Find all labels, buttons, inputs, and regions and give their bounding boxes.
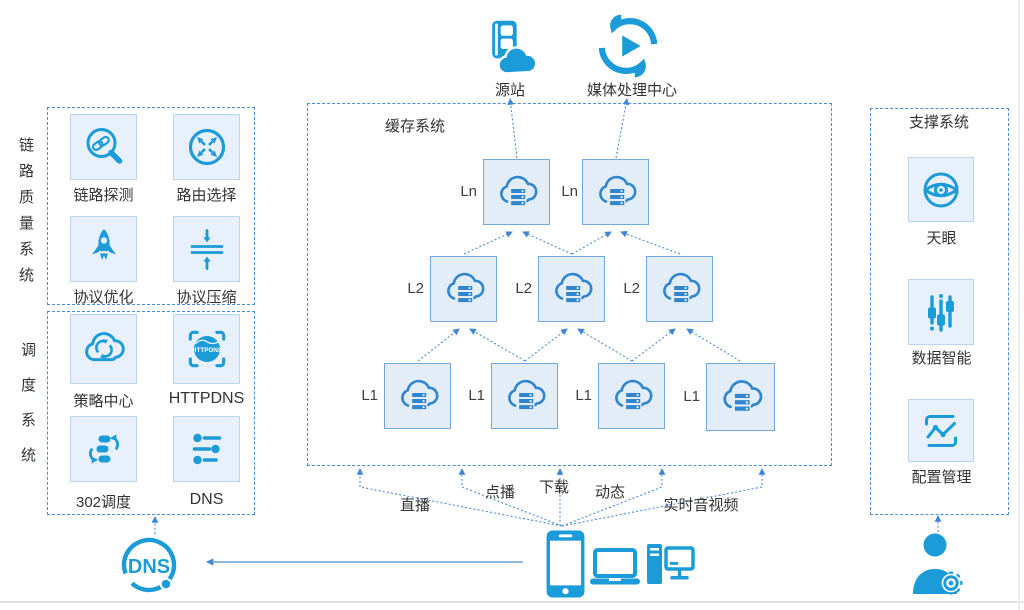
support-system-title: 支撑系统 bbox=[908, 114, 969, 131]
tile-route-select-label: 路由选择 bbox=[176, 187, 237, 204]
cache-system-title: 缓存系统 bbox=[384, 118, 445, 135]
media-center-label: 媒体处理中心 bbox=[586, 82, 677, 99]
protocol-optimize-icon bbox=[91, 229, 116, 260]
cache-node-l2-3 bbox=[646, 256, 713, 322]
cache-node-l1-3 bbox=[598, 363, 665, 429]
data-intelligence-icon bbox=[928, 294, 954, 332]
flow-label-vod: 点播 bbox=[484, 484, 515, 501]
sky-eye-icon bbox=[923, 172, 959, 207]
route-select-icon bbox=[188, 128, 225, 166]
tile-config-management-label: 配置管理 bbox=[911, 469, 972, 486]
config-management-icon bbox=[925, 414, 957, 447]
scheduling-title: 调度系统 bbox=[19, 342, 36, 482]
cache-node-icon bbox=[592, 168, 640, 216]
tile-httpdns-label: HTTPDNS bbox=[168, 390, 245, 407]
laptop-icon bbox=[590, 548, 640, 585]
cache-node-ln-1 bbox=[483, 159, 550, 225]
tile-sky-eye bbox=[908, 157, 974, 222]
tile-link-probe bbox=[70, 114, 137, 180]
dns-sliders-icon bbox=[192, 433, 221, 465]
tile-httpdns: HTTPDNS bbox=[173, 314, 240, 384]
tile-policy-center bbox=[70, 314, 137, 384]
node-label-l2-2: L2 bbox=[515, 280, 532, 297]
httpdns-icon: HTTPDNS bbox=[188, 330, 225, 368]
tile-dns-label: DNS bbox=[189, 491, 224, 508]
tile-302-dispatch bbox=[70, 416, 137, 482]
cache-system-box bbox=[307, 103, 832, 466]
node-label-l2-3: L2 bbox=[623, 280, 640, 297]
support-system-box bbox=[870, 108, 1009, 515]
window-right-edge bbox=[1018, 0, 1020, 610]
cache-node-icon bbox=[493, 168, 541, 216]
gear-icon bbox=[939, 571, 963, 595]
tile-protocol-compress-label: 协议压缩 bbox=[176, 289, 237, 306]
cache-node-l2-2 bbox=[538, 256, 605, 322]
flow-label-live: 直播 bbox=[399, 497, 430, 514]
cache-node-l1-1 bbox=[384, 363, 451, 429]
cache-node-icon bbox=[440, 265, 488, 313]
tile-link-probe-label: 链路探测 bbox=[73, 187, 134, 204]
cache-node-ln-2 bbox=[582, 159, 649, 225]
node-label-l1-4: L1 bbox=[683, 388, 700, 405]
flow-label-download: 下载 bbox=[538, 479, 569, 496]
cache-node-l1-2 bbox=[491, 363, 558, 429]
dispatch-302-icon bbox=[88, 434, 119, 464]
svg-text:DNS: DNS bbox=[128, 556, 170, 578]
cache-node-icon bbox=[394, 372, 442, 420]
link-quality-title: 链路质量系统 bbox=[17, 137, 34, 293]
svg-text:HTTPDNS: HTTPDNS bbox=[191, 347, 222, 354]
node-label-ln-2: Ln bbox=[561, 183, 578, 200]
tile-sky-eye-label: 天眼 bbox=[926, 230, 957, 247]
media-center-icon bbox=[598, 14, 658, 78]
node-label-ln-1: Ln bbox=[460, 183, 477, 200]
tile-policy-center-label: 策略中心 bbox=[73, 393, 134, 410]
node-label-l1-2: L1 bbox=[468, 387, 485, 404]
cache-node-l2-1 bbox=[430, 256, 497, 322]
origin-site-label: 源站 bbox=[494, 82, 525, 99]
tile-dns bbox=[173, 416, 240, 482]
desktop-icon bbox=[647, 544, 695, 584]
link-quality-box bbox=[47, 107, 255, 305]
cache-node-icon bbox=[548, 265, 596, 313]
tile-302-dispatch-label: 302调度 bbox=[75, 494, 132, 511]
cache-node-icon bbox=[716, 372, 766, 422]
node-label-l2-1: L2 bbox=[407, 280, 424, 297]
flow-label-rtav: 实时音视频 bbox=[663, 497, 739, 514]
flow-label-dynamic: 动态 bbox=[594, 484, 625, 501]
cache-node-icon bbox=[501, 372, 549, 420]
link-probe-icon bbox=[86, 128, 122, 164]
node-label-l1-1: L1 bbox=[361, 387, 378, 404]
dns-globe-icon: DNS bbox=[121, 537, 177, 593]
phone-icon bbox=[546, 530, 585, 598]
window-bottom-edge bbox=[0, 601, 1024, 603]
tile-protocol-compress bbox=[173, 216, 240, 282]
tile-config-management bbox=[908, 399, 974, 462]
tile-data-intelligence-label: 数据智能 bbox=[911, 350, 972, 367]
cache-node-icon bbox=[656, 265, 704, 313]
tile-protocol-optimize-label: 协议优化 bbox=[73, 289, 134, 306]
cache-node-icon bbox=[608, 372, 656, 420]
policy-center-icon bbox=[84, 332, 125, 362]
admin-user-icon bbox=[913, 533, 963, 595]
protocol-compress-icon bbox=[190, 229, 223, 270]
node-label-l1-3: L1 bbox=[575, 387, 592, 404]
tile-protocol-optimize bbox=[70, 216, 137, 282]
cache-node-l1-4 bbox=[706, 363, 775, 431]
origin-site-icon bbox=[492, 20, 538, 75]
tile-data-intelligence bbox=[908, 279, 974, 345]
tile-route-select bbox=[173, 114, 240, 180]
scheduling-box bbox=[47, 311, 255, 515]
